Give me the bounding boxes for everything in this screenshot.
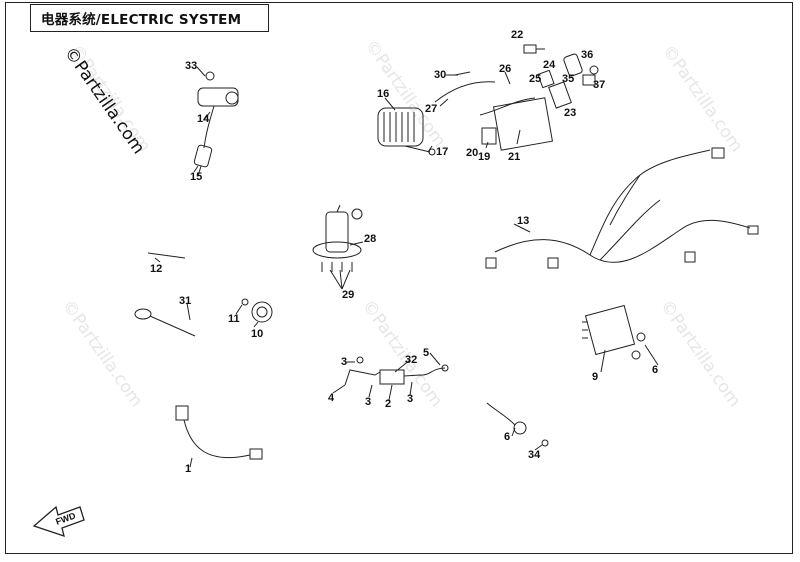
callout-11: 10 (251, 328, 263, 340)
callout-14: 12 (150, 263, 162, 275)
callout-4: 4 (328, 392, 335, 404)
callout-16: 15 (190, 171, 202, 183)
part-14-rod (147, 252, 186, 259)
callout-21: 21 (508, 151, 520, 163)
callout-33: 33 (185, 60, 197, 72)
part-horn (241, 298, 273, 323)
watermark-5: ©Partzilla.com (358, 296, 447, 411)
callout-labels: 33 14 15 16 17 27 30 26 22 25 24 23 35 3… (150, 29, 658, 475)
title-box: 电器系统/ELECTRIC SYSTEM (30, 4, 269, 32)
part-relays (523, 44, 599, 109)
callout-34: 34 (528, 449, 541, 461)
callout-27: 27 (425, 103, 437, 115)
callout-31: 31 (179, 295, 191, 307)
callout-25: 25 (529, 73, 541, 85)
page-title: 电器系统/ELECTRIC SYSTEM (41, 12, 242, 28)
part-fuel-pump (312, 204, 363, 272)
callout-6: 6 (504, 431, 510, 443)
callout-19: 19 (478, 151, 490, 163)
watermark-2: ©Partzilla.com (361, 36, 450, 151)
partzilla-logo: ©Partzilla.com (60, 43, 149, 158)
part-box-21 (481, 97, 554, 151)
callout-36: 36 (581, 49, 593, 61)
part-regulator (377, 107, 436, 156)
part-6-cable (486, 402, 549, 447)
callout-20: 20 (466, 147, 478, 159)
callout-18: 17 (436, 146, 448, 158)
callout-29: 29 (342, 289, 354, 301)
callout-5: 5 (423, 347, 429, 359)
watermark-6: ©Partzilla.com (656, 296, 745, 411)
watermark-4: ©Partzilla.com (58, 296, 147, 411)
part-31-sensor (134, 308, 196, 337)
part-fuel-line (344, 356, 449, 386)
callout-37: 37 (593, 79, 605, 91)
callout-28: 28 (364, 233, 376, 245)
leader-lines (154, 66, 659, 468)
callout-17: 16 (377, 88, 389, 100)
callout-22: 22 (511, 29, 523, 41)
callout-3b: 3 (365, 396, 371, 408)
part-ignition-coil-wire (193, 71, 239, 177)
part-cdi (582, 304, 646, 360)
watermark-3: ©Partzilla.com (658, 41, 747, 156)
part-main-harness (485, 147, 759, 269)
watermarks: ©Partzilla.com ©Partzilla.com ©Partzilla… (58, 36, 747, 411)
diagram-frame (5, 2, 793, 554)
callout-3c: 3 (407, 393, 413, 405)
callout-30: 30 (434, 69, 446, 81)
part-wire-26 (479, 97, 536, 116)
callout-24: 24 (543, 59, 556, 71)
callout-26: 26 (499, 63, 511, 75)
callout-23: 23 (564, 107, 576, 119)
callout-9: 9 (592, 371, 598, 383)
callout-3a: 3 (341, 356, 347, 368)
callout-1: 1 (185, 463, 191, 475)
callout-10: 6 (652, 364, 658, 376)
fwd-arrow (32, 505, 85, 537)
callout-12: 11 (228, 313, 240, 325)
callout-2: 2 (385, 398, 391, 410)
callout-35: 35 (562, 73, 574, 85)
callout-15: 14 (197, 113, 210, 125)
callout-13: 13 (517, 215, 529, 227)
callout-32: 32 (405, 354, 417, 366)
part-1-sensor-cable (175, 405, 263, 460)
